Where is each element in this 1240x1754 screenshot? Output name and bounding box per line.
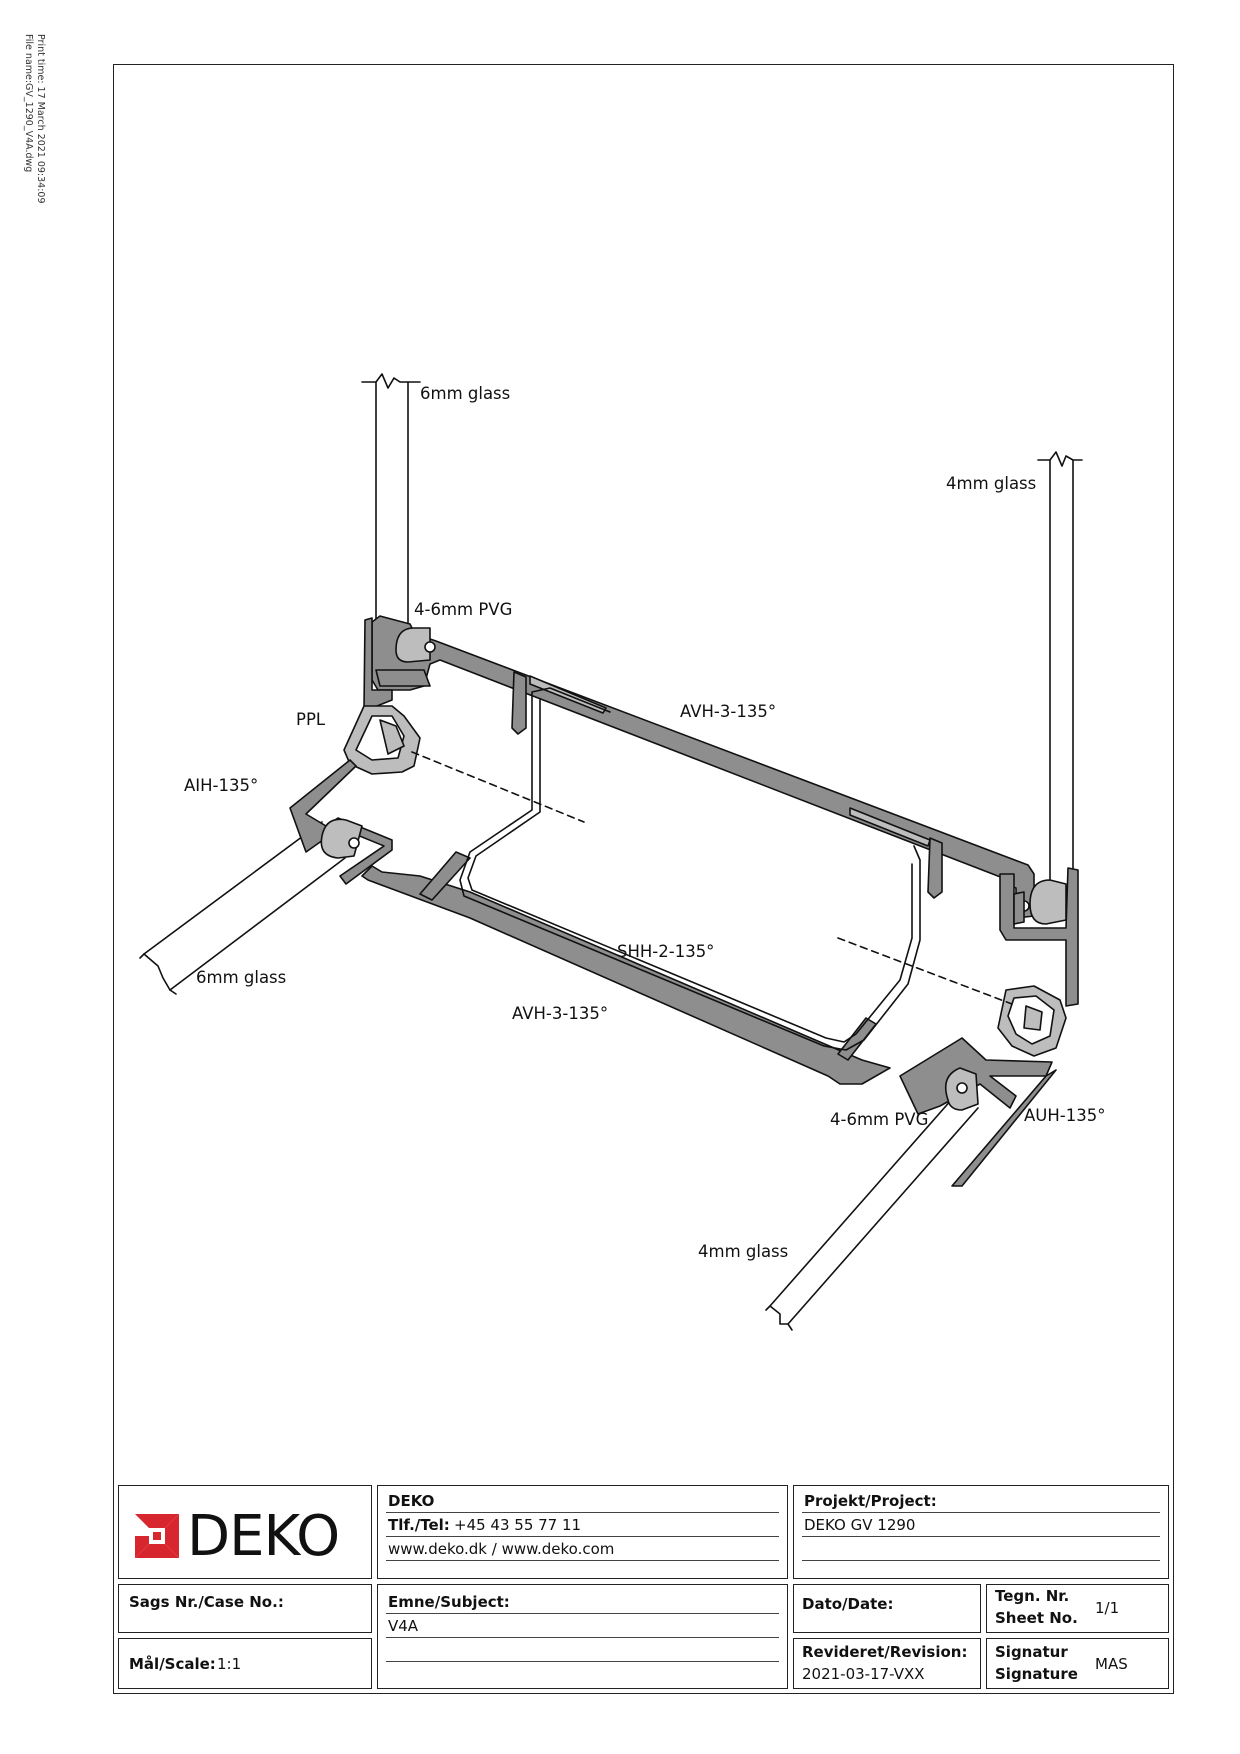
signature-value: MAS	[1095, 1655, 1128, 1673]
profile-auh	[997, 985, 1067, 1057]
signature-cell: Signatur Signature MAS	[986, 1638, 1169, 1689]
website-links: www.deko.dk / www.deko.com	[388, 1540, 615, 1558]
label-shh: SHH-2-135°	[617, 942, 715, 961]
tel-label: Tlf./Tel:	[388, 1516, 450, 1534]
date-label: Dato/Date:	[802, 1595, 894, 1613]
scale-label: Mål/Scale:	[129, 1655, 216, 1673]
label-pvg-bottom: 4-6mm PVG	[830, 1110, 929, 1129]
profile-shh	[459, 687, 921, 1051]
label-auh: AUH-135°	[1024, 1106, 1106, 1125]
subject-value: V4A	[388, 1617, 419, 1635]
glass-bottom-left	[139, 821, 346, 995]
project-cell: Projekt/Project: DEKO GV 1290	[793, 1485, 1169, 1579]
date-cell: Dato/Date:	[793, 1584, 981, 1633]
profile-bottom-right-bracket	[899, 1037, 1057, 1187]
profile-avh-bottom	[361, 851, 891, 1085]
label-aih: AIH-135°	[184, 776, 259, 795]
revision-value: 2021-03-17-VXX	[802, 1665, 925, 1683]
logo-cell: DEKO	[118, 1485, 372, 1579]
drawing-frame	[113, 64, 1174, 1694]
subject-label: Emne/Subject:	[388, 1593, 510, 1611]
glass-bottom-right	[765, 1089, 979, 1331]
tel-value: +45 43 55 77 11	[454, 1516, 582, 1534]
signature-label-2: Signature	[995, 1665, 1078, 1683]
sheet-label-1: Tegn. Nr.	[995, 1587, 1070, 1605]
profile-avh-top	[371, 615, 1035, 919]
label-ppl: PPL	[296, 710, 326, 729]
profile-ppl	[343, 705, 421, 775]
label-glass-bottom-right: 4mm glass	[698, 1242, 789, 1261]
sheet-label-2: Sheet No.	[995, 1609, 1078, 1627]
subject-cell: Emne/Subject: V4A	[377, 1584, 788, 1689]
revision-cell: Revideret/Revision: 2021-03-17-VXX	[793, 1638, 981, 1689]
signature-label-1: Signatur	[995, 1643, 1068, 1661]
label-avh-bottom: AVH-3-135°	[512, 1004, 609, 1023]
scale-value: 1:1	[217, 1655, 242, 1673]
sheet-value: 1/1	[1095, 1599, 1120, 1617]
project-value: DEKO GV 1290	[804, 1516, 916, 1534]
logo-wordmark: DEKO	[187, 1504, 340, 1569]
glass-top-right	[1037, 451, 1083, 906]
label-pvg-top: 4-6mm PVG	[414, 600, 513, 619]
project-label: Projekt/Project:	[804, 1492, 937, 1510]
label-glass-top-right: 4mm glass	[946, 474, 1037, 493]
sheet-cell: Tegn. Nr. Sheet No. 1/1	[986, 1584, 1169, 1633]
title-block: DEKO DEKO Tlf./Tel: +45 43 55 77 11 www.…	[113, 1484, 1174, 1694]
scale-cell: Mål/Scale: 1:1	[118, 1638, 372, 1689]
label-glass-top-left: 6mm glass	[420, 384, 511, 403]
deko-logo-icon	[135, 1514, 179, 1558]
revision-label: Revideret/Revision:	[802, 1643, 968, 1661]
case-cell: Sags Nr./Case No.:	[118, 1584, 372, 1633]
label-avh-top: AVH-3-135°	[680, 702, 777, 721]
company-name: DEKO	[388, 1492, 435, 1510]
case-label: Sags Nr./Case No.:	[129, 1593, 284, 1611]
glass-top-left	[361, 373, 421, 653]
company-logo: DEKO	[129, 1500, 369, 1570]
profile-right-bracket	[999, 867, 1079, 1007]
label-glass-bottom-left: 6mm glass	[196, 968, 287, 987]
profile-top-left-bracket	[363, 617, 436, 709]
company-cell: DEKO Tlf./Tel: +45 43 55 77 11 www.deko.…	[377, 1485, 788, 1579]
profile-aih	[289, 759, 393, 885]
